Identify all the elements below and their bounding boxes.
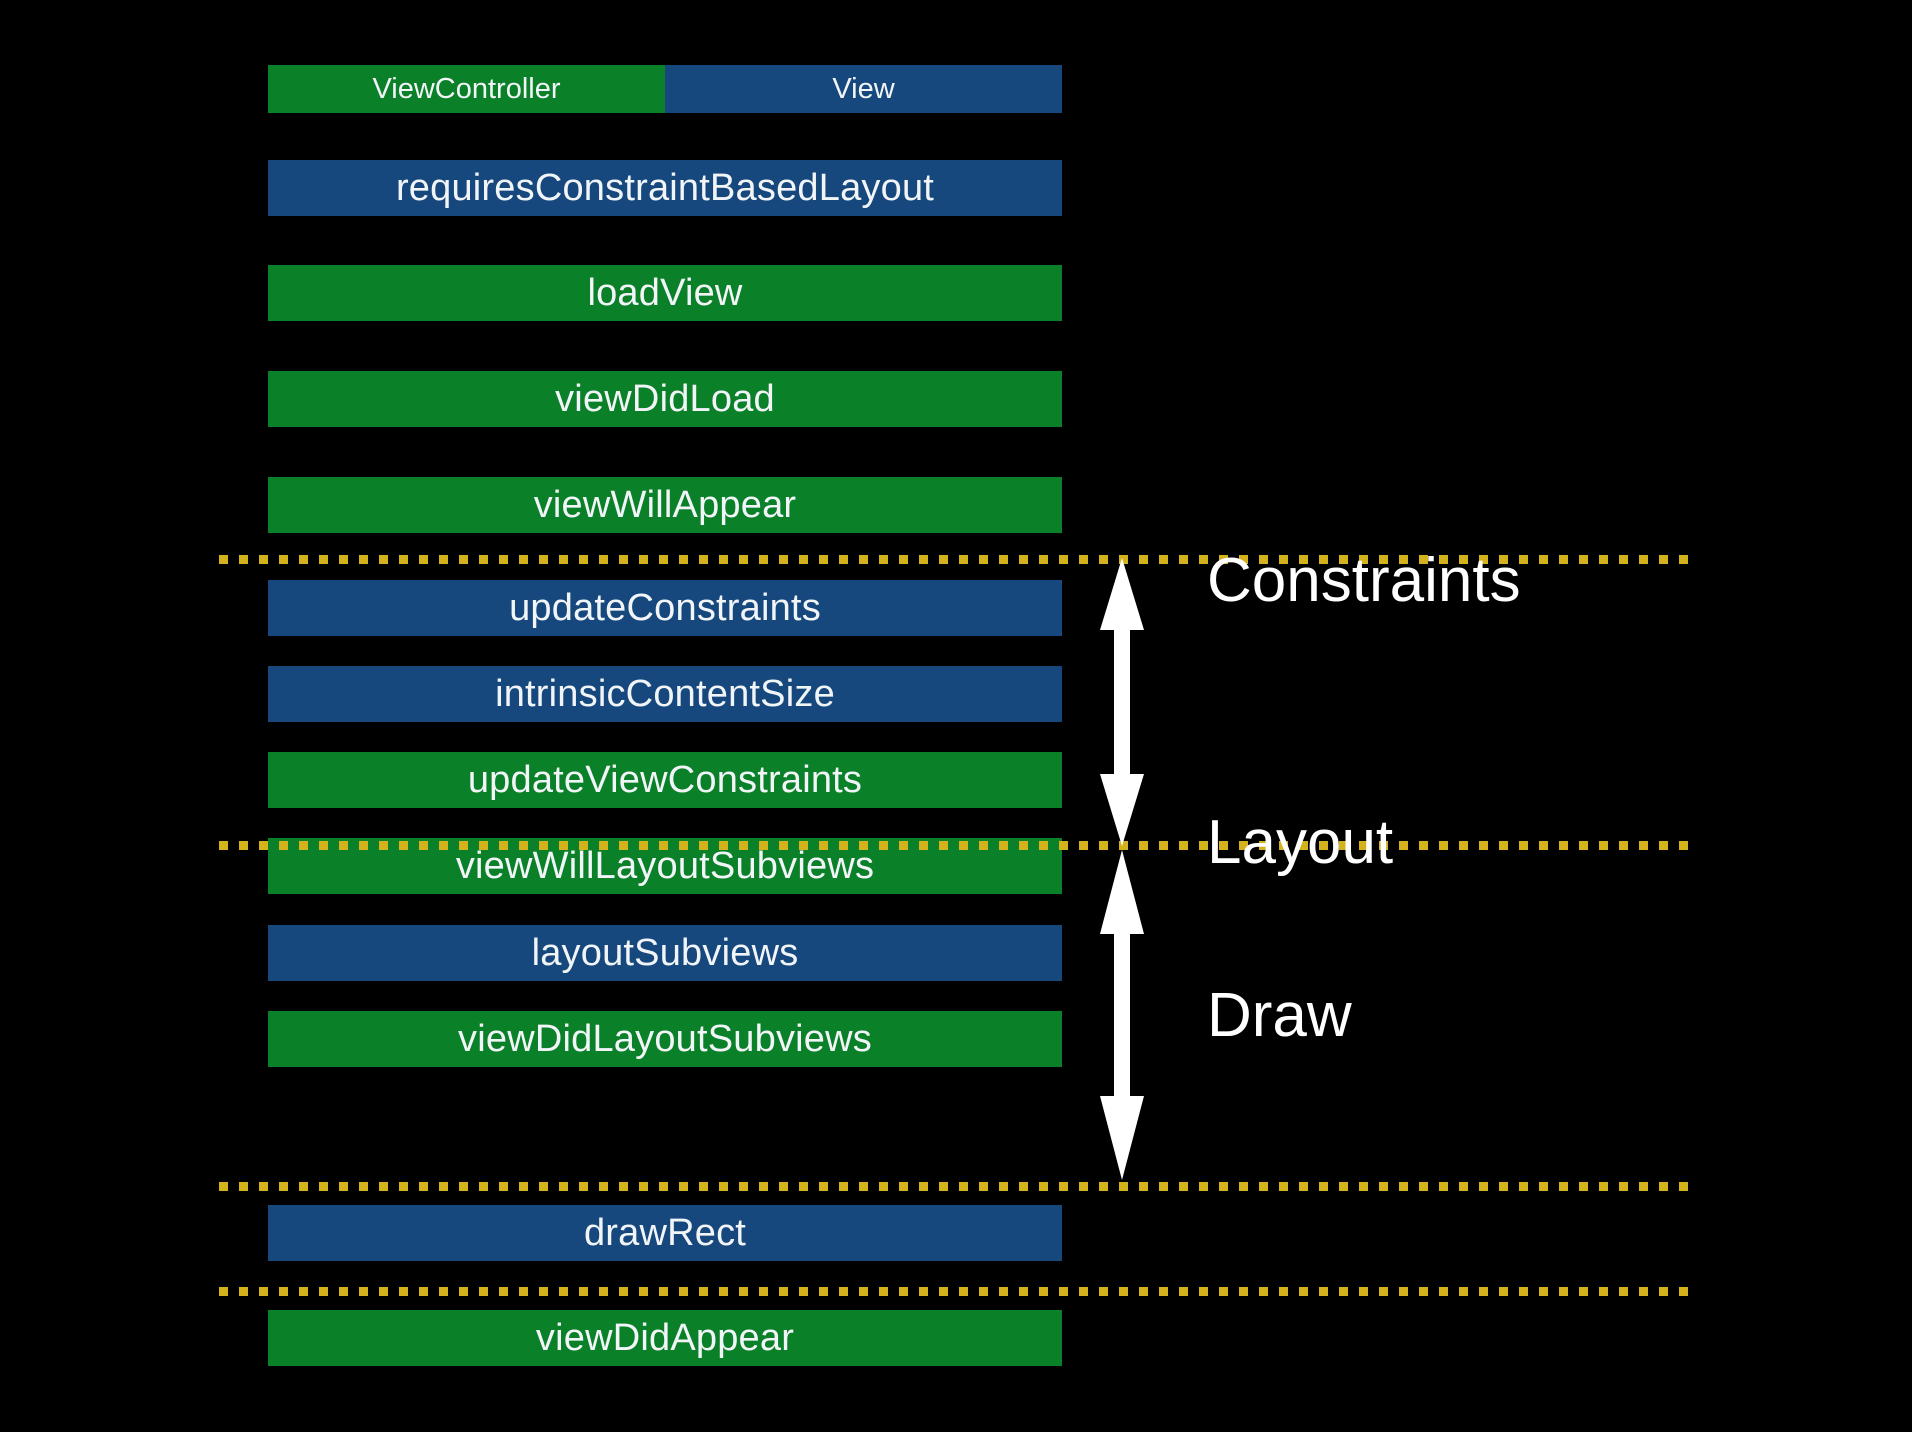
divider-constraints-top [219, 555, 1690, 564]
legend-view-controller: ViewController [268, 65, 665, 113]
legend-view-label: View [832, 72, 895, 105]
bar-label: viewWillAppear [533, 484, 797, 526]
bar-label: intrinsicContentSize [495, 673, 835, 715]
lifecycle-bar-viewDidLoad: viewDidLoad [268, 371, 1062, 427]
bar-label: requiresConstraintBasedLayout [395, 167, 935, 209]
bar-label: layoutSubviews [531, 932, 799, 974]
lifecycle-bar-viewWillAppear: viewWillAppear [268, 477, 1062, 533]
lifecycle-bar-loadView: loadView [268, 265, 1062, 321]
lifecycle-bar-updateConstraints: updateConstraints [268, 580, 1062, 636]
section-label-layout: Layout [1207, 808, 1394, 877]
lifecycle-bar-viewDidAppear: viewDidAppear [268, 1310, 1062, 1366]
legend-view-controller-label: ViewController [372, 72, 561, 105]
section-label-draw: Draw [1207, 981, 1352, 1050]
lifecycle-bar-intrinsicContentSize: intrinsicContentSize [268, 666, 1062, 722]
divider-constraints-bottom [219, 841, 1690, 850]
bar-label: drawRect [583, 1212, 747, 1254]
bar-label: updateConstraints [509, 587, 821, 629]
section-label-constraints: Constraints [1207, 546, 1521, 615]
divider-layout-bottom [219, 1182, 1690, 1191]
lifecycle-bar-layoutSubviews: layoutSubviews [268, 925, 1062, 981]
lifecycle-bar-drawRect: drawRect [268, 1205, 1062, 1261]
bar-label: viewWillLayoutSubviews [455, 845, 875, 887]
lifecycle-bar-requiresConstraintBasedLayout: requiresConstraintBasedLayout [268, 160, 1062, 216]
lifecycle-bar-viewDidLayoutSubviews: viewDidLayoutSubviews [268, 1011, 1062, 1067]
legend-view: View [665, 65, 1062, 113]
layout-double-arrow-icon [1100, 850, 1144, 1180]
bar-label: updateViewConstraints [467, 759, 863, 801]
bar-label: viewDidLayoutSubviews [458, 1018, 872, 1060]
bar-label: viewDidLoad [555, 378, 775, 420]
divider-draw-bottom [219, 1287, 1690, 1296]
bar-label: loadView [587, 272, 743, 314]
bar-label: viewDidAppear [535, 1317, 795, 1359]
lifecycle-bar-updateViewConstraints: updateViewConstraints [268, 752, 1062, 808]
legend: ViewController View [268, 65, 1062, 113]
constraints-double-arrow-icon [1100, 558, 1144, 846]
